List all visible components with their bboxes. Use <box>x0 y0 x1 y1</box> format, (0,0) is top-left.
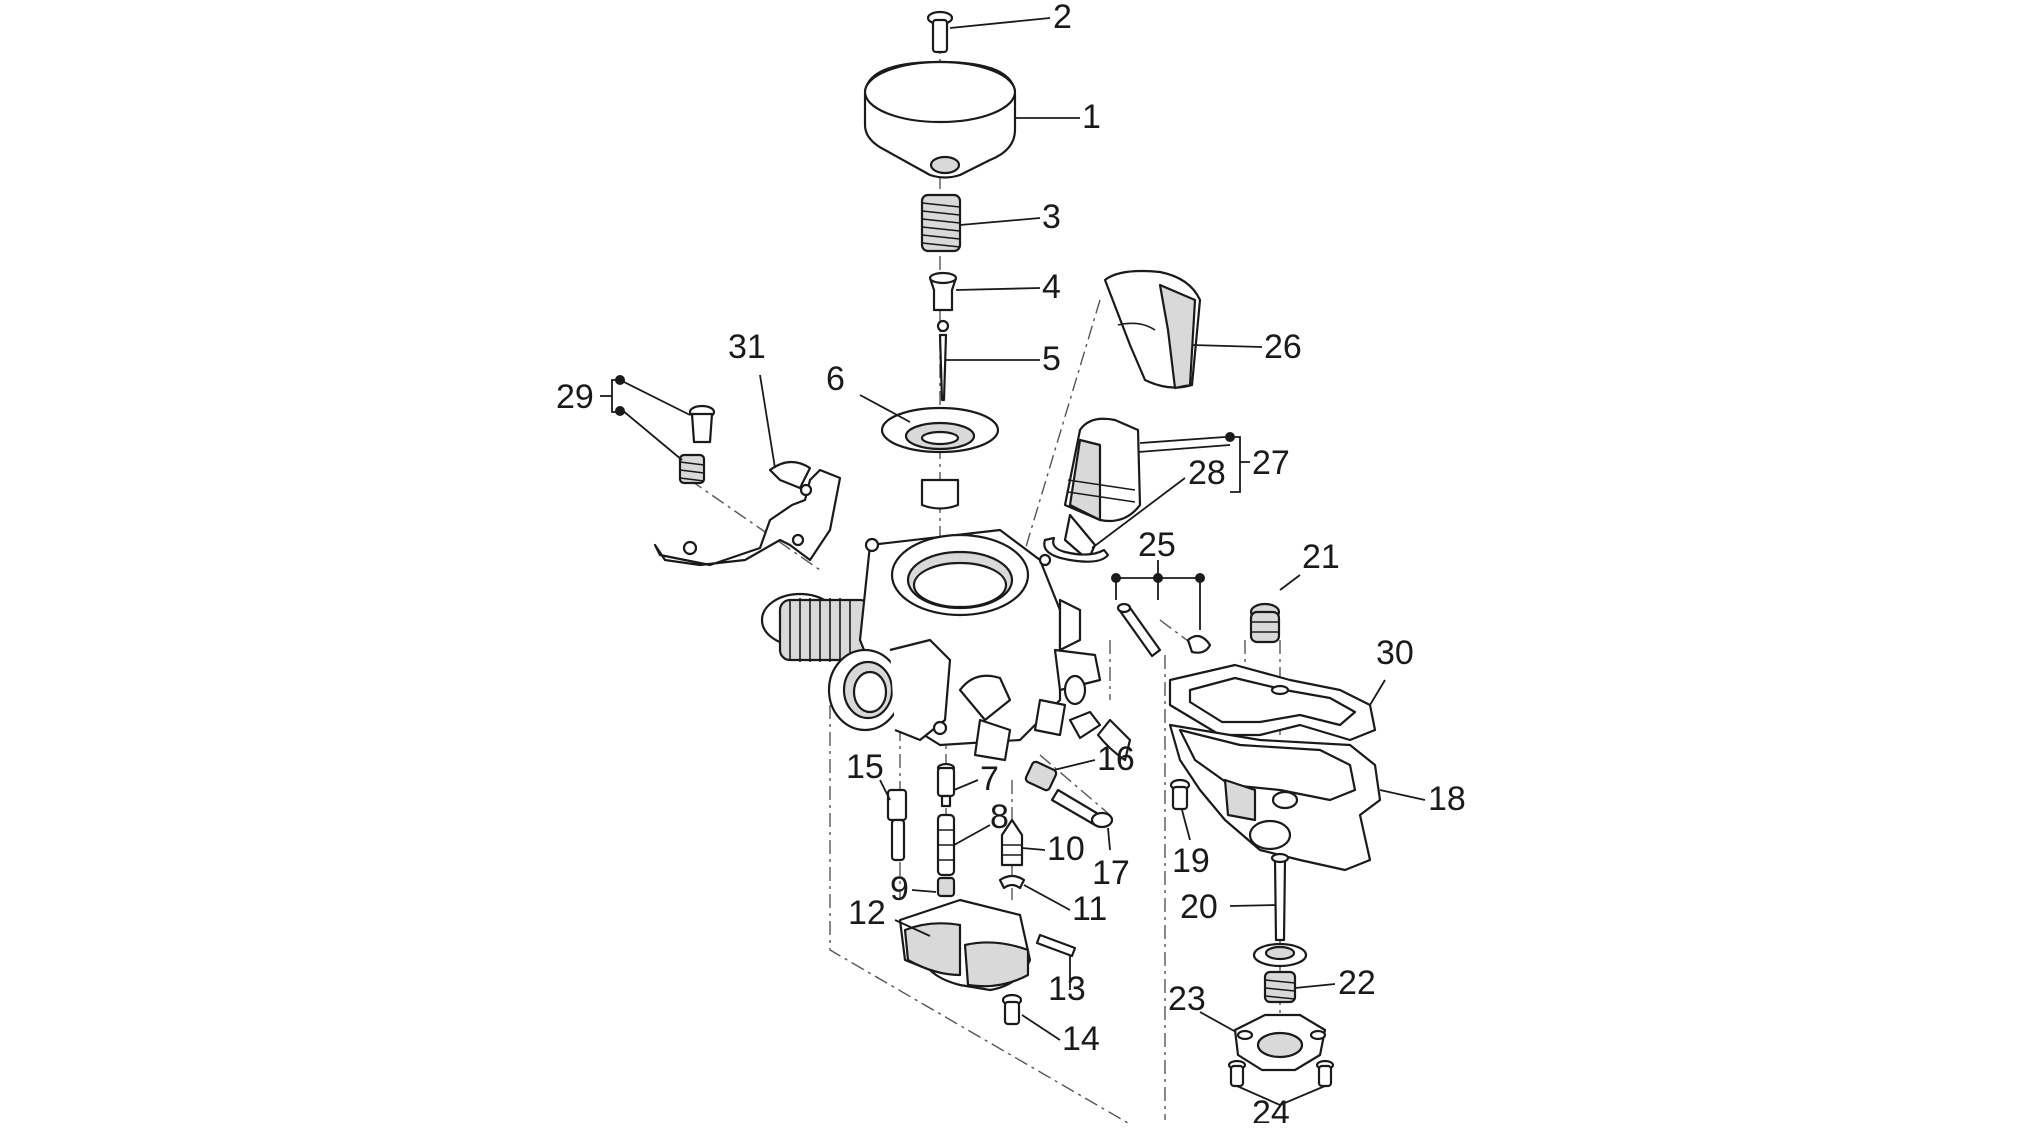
part-4-needle-holder <box>928 271 958 312</box>
callout-14: 14 <box>1062 1020 1100 1058</box>
part-5-needle <box>936 319 950 402</box>
callout-2: 2 <box>1053 0 1072 36</box>
callout-7: 7 <box>980 760 999 798</box>
part-7-jet <box>936 762 956 808</box>
leader-lines <box>600 17 1426 1106</box>
part-18-float-bowl <box>1168 723 1382 872</box>
part-16-spring <box>1024 760 1058 792</box>
callout-labels: 1 2 3 4 5 6 7 8 9 10 11 12 13 14 15 16 1… <box>556 0 1466 1128</box>
callout-26: 26 <box>1264 328 1302 366</box>
callout-28: 28 <box>1188 454 1226 492</box>
part-28-clip <box>1043 536 1110 563</box>
callout-31: 31 <box>728 328 766 366</box>
part-25-hose <box>1096 602 1212 762</box>
part-19-screw <box>1169 778 1191 811</box>
bullet-dots <box>615 375 1235 583</box>
callout-12: 12 <box>848 894 886 932</box>
part-8-emulsion-tube <box>936 813 956 877</box>
callout-10: 10 <box>1047 830 1085 868</box>
callout-22: 22 <box>1338 964 1376 1002</box>
callout-8: 8 <box>990 798 1009 836</box>
part-1-top-cover <box>863 60 1017 179</box>
part-26-cap <box>1103 269 1202 390</box>
callout-20: 20 <box>1180 888 1218 926</box>
callout-29: 29 <box>556 378 594 416</box>
part-9-main-jet <box>936 876 956 898</box>
callout-19: 19 <box>1172 842 1210 880</box>
callout-15: 15 <box>846 748 884 786</box>
part-20-valve <box>1252 852 1308 968</box>
callout-9: 9 <box>890 870 909 908</box>
part-12-float <box>898 898 1032 992</box>
callout-23: 23 <box>1168 980 1206 1018</box>
part-15-pilot-jet <box>886 788 908 862</box>
callout-25: 25 <box>1138 526 1176 564</box>
callout-11: 11 <box>1072 890 1107 928</box>
part-13-float-pin <box>1035 933 1077 958</box>
part-23-cover <box>1233 1013 1327 1072</box>
callout-4: 4 <box>1042 268 1061 306</box>
callout-5: 5 <box>1042 340 1061 378</box>
part-31-bracket <box>653 460 842 567</box>
callout-3: 3 <box>1042 198 1061 236</box>
part-2-screw <box>926 10 954 54</box>
callout-1: 1 <box>1082 98 1101 136</box>
callout-17: 17 <box>1092 854 1130 892</box>
callout-27: 27 <box>1252 444 1290 482</box>
callout-13: 13 <box>1048 970 1086 1008</box>
callout-30: 30 <box>1376 634 1414 672</box>
part-27-starter-valve <box>1063 417 1142 562</box>
carburettor-body <box>760 528 1102 762</box>
part-30-gasket <box>1168 663 1377 742</box>
part-29-idle-screw <box>678 404 716 485</box>
callout-16: 16 <box>1097 740 1135 778</box>
callout-6: 6 <box>826 360 845 398</box>
part-17-mixture-screw <box>1050 788 1114 829</box>
part-14-screw <box>1001 993 1023 1026</box>
part-24-screws <box>1227 1059 1335 1088</box>
part-10-float-needle <box>1000 818 1024 867</box>
part-21-vent <box>1249 602 1281 644</box>
callout-18: 18 <box>1428 780 1466 818</box>
part-6-diaphragm <box>880 406 1000 510</box>
part-3-spring <box>920 193 962 253</box>
part-22-spring <box>1263 970 1297 1004</box>
callout-21: 21 <box>1302 538 1340 576</box>
callout-24: 24 <box>1252 1094 1290 1123</box>
part-11-clip <box>998 874 1026 890</box>
